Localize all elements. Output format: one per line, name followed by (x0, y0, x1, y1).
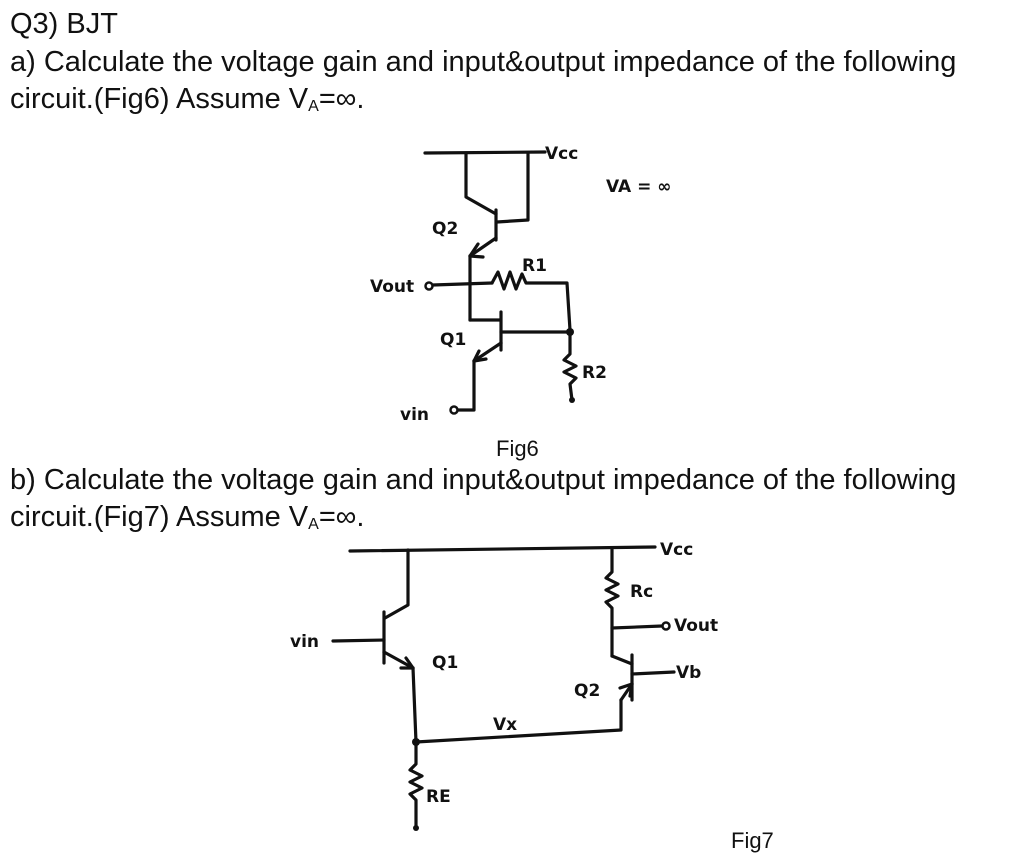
part-a-subscript: A (308, 98, 319, 115)
part-b-subscript: A (308, 516, 319, 533)
fig7-label-rc: Rc (630, 582, 653, 602)
part-a-line1: a) Calculate the voltage gain and input&… (10, 46, 957, 78)
part-b-line2-prefix: circuit.(Fig7) Assume V (10, 501, 309, 533)
part-b-line2: circuit.(Fig7) Assume VA=∞. (10, 499, 364, 543)
question-title: Q3) BJT (10, 8, 118, 40)
part-a-line2: circuit.(Fig6) Assume VA=∞. (10, 81, 364, 125)
fig7-caption: Fig7 (731, 828, 774, 853)
fig6-circuit (423, 150, 578, 415)
fig7-label-re: RE (426, 787, 451, 807)
fig6-label-q1: Q1 (440, 330, 466, 350)
fig6-caption: Fig6 (496, 436, 539, 461)
fig6-label-r2: R2 (582, 363, 607, 383)
part-a-line2-prefix: circuit.(Fig6) Assume V (10, 83, 309, 115)
part-b-line1: b) Calculate the voltage gain and input&… (10, 464, 957, 496)
fig7-label-vb: Vb (676, 663, 701, 683)
fig7-label-vin: vin (290, 632, 319, 652)
fig6-label-va: VA = ∞ (606, 177, 671, 197)
fig6-label-vin: vin (400, 405, 429, 425)
fig7-label-vcc: Vcc (660, 540, 693, 560)
fig7-label-q2: Q2 (574, 681, 600, 701)
fig6-label-r1: R1 (522, 256, 547, 276)
fig6-label-vout: Vout (370, 277, 414, 297)
fig7-label-q1: Q1 (432, 653, 458, 673)
fig7-label-vout: Vout (674, 616, 718, 636)
fig7-circuit (331, 545, 676, 831)
part-b-line2-suffix: =∞. (318, 501, 365, 533)
fig7-label-vx: Vx (493, 715, 517, 735)
fig6-label-q2: Q2 (432, 219, 458, 239)
fig6-label-vcc: Vcc (545, 144, 578, 164)
part-a-line2-suffix: =∞. (318, 83, 365, 115)
